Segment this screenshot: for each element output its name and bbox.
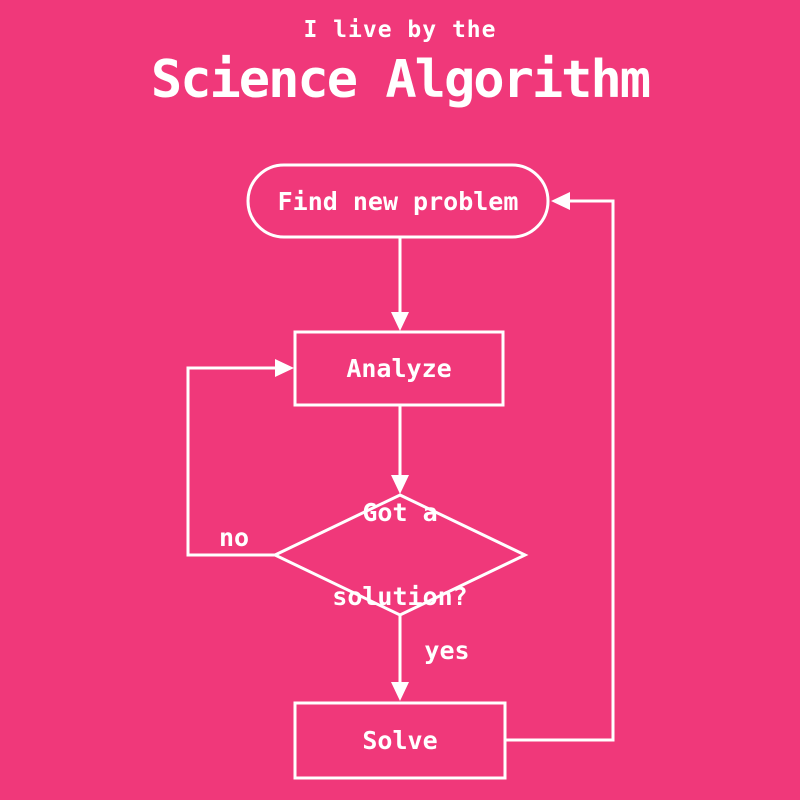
edge-label-no: no — [218, 523, 250, 552]
edge-label-yes: yes — [424, 636, 470, 665]
edge-solve-start — [505, 199, 615, 742]
decision-label-line-1: Got a — [362, 498, 438, 527]
arrowhead-decision-solve-yes — [391, 682, 409, 701]
arrowhead-decision-analyze-no — [275, 359, 294, 377]
arrowhead-start-analyze — [391, 312, 409, 331]
decision-label-line-2: solution? — [332, 582, 468, 611]
decision-node-label: Got a solution? — [332, 443, 467, 667]
analyze-node-label: Analyze — [346, 354, 452, 383]
arrowhead-solve-start — [551, 192, 570, 210]
poster-title: Science Algorithm — [150, 50, 651, 110]
start-node-label: Find new problem — [277, 187, 519, 216]
edge-decision-analyze-no — [186, 366, 280, 557]
solve-node-label: Solve — [362, 726, 438, 755]
arrowhead-analyze-decision — [391, 475, 409, 494]
poster-subtitle: I live by the — [303, 17, 497, 43]
start-node-shape — [246, 163, 550, 239]
